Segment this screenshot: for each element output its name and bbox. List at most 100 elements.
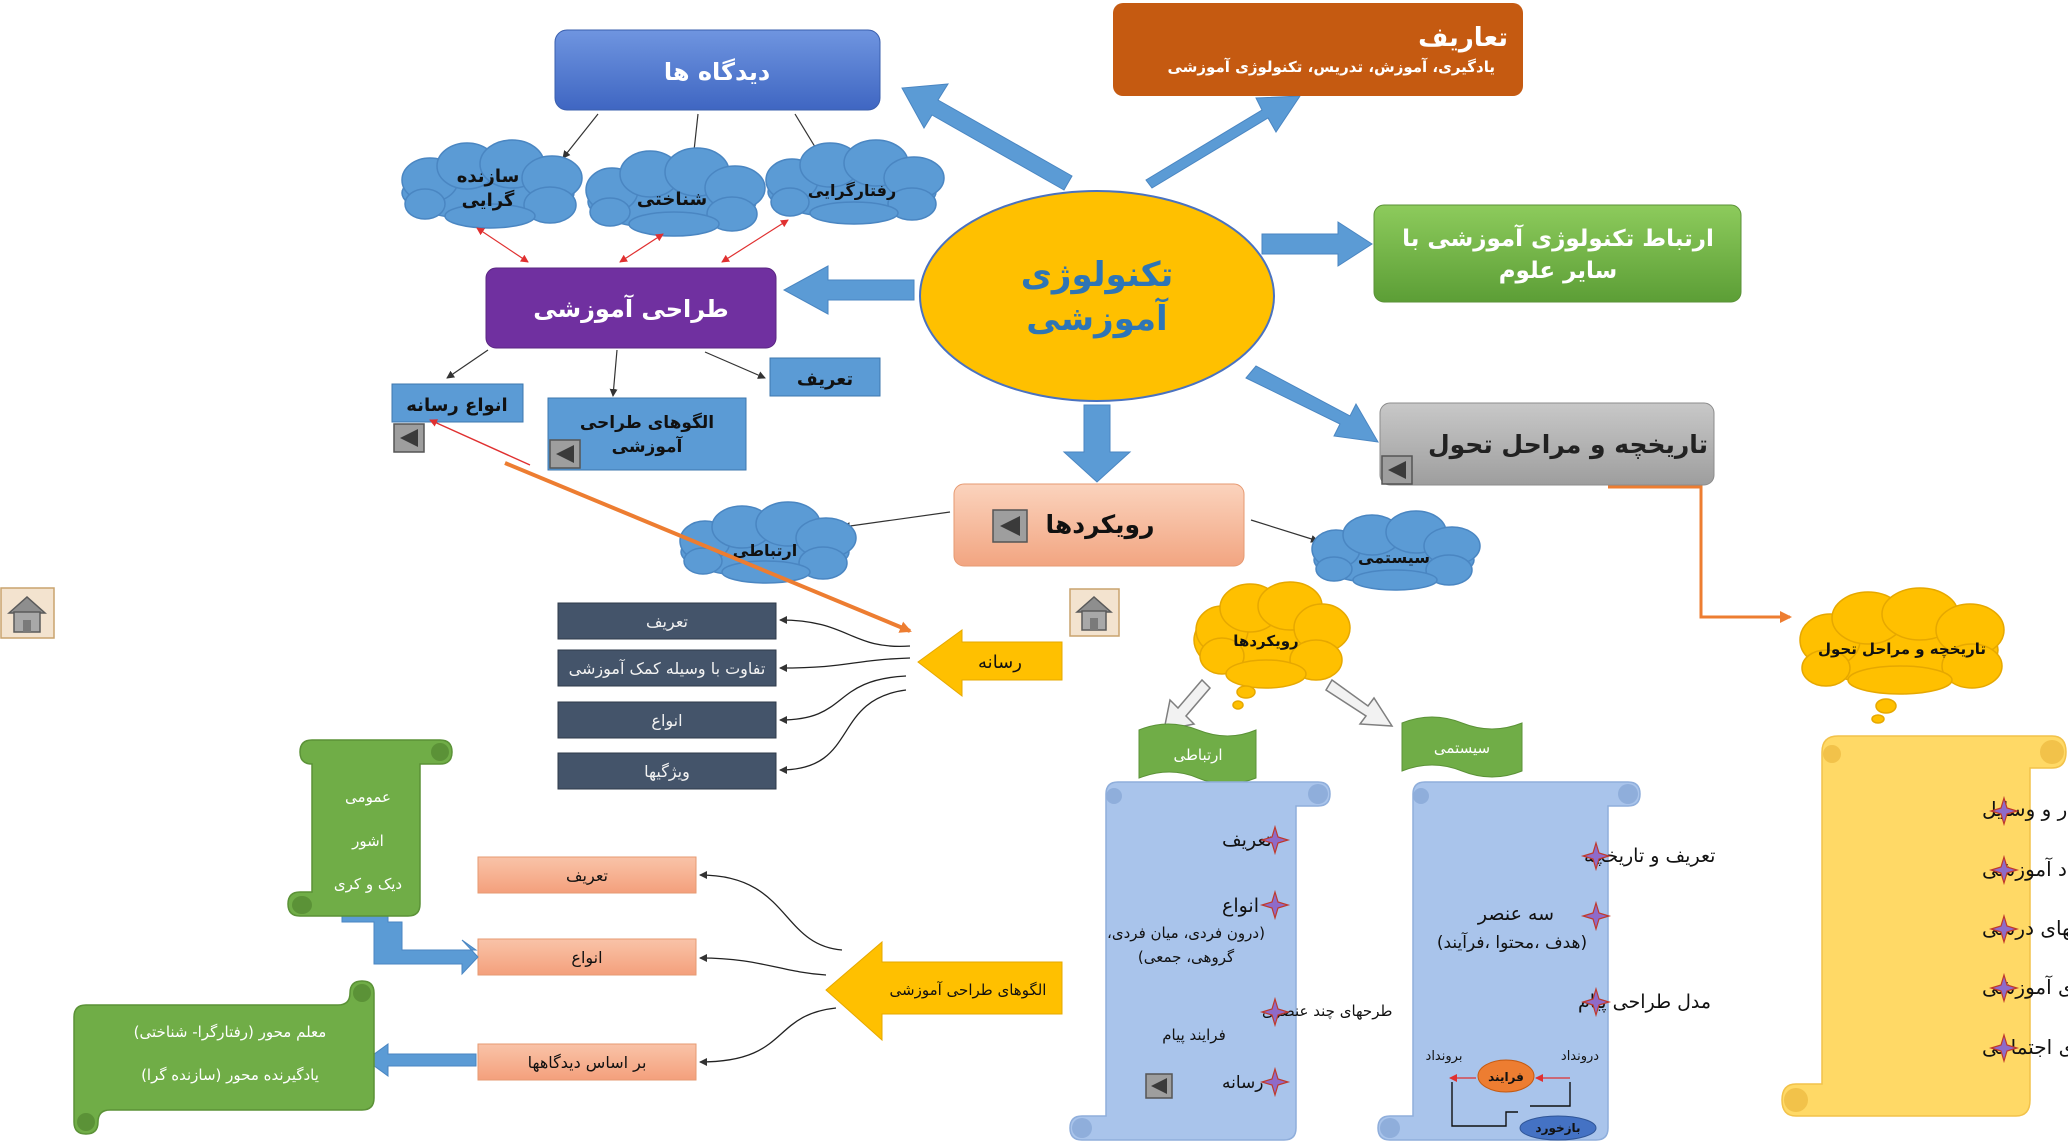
cloud-approaches-label: رویکردها (1233, 632, 1298, 650)
models-types-scroll-item-1: عمومی (345, 788, 391, 806)
media-item-2-label: تفاوت با وسیله کمک آموزشی (569, 659, 766, 679)
communication-media: رسانه (1222, 1073, 1263, 1093)
home-button-left[interactable] (0, 587, 55, 639)
media-item-3-label: انواع (651, 711, 682, 731)
home-icon (1075, 595, 1113, 631)
cloud-systemic-label: سیستمی (1358, 548, 1430, 567)
approaches-split-arrows (1163, 678, 1394, 731)
models-views-scroll-item-2: یادگیرنده محور (سازنده گرا) (141, 1066, 319, 1084)
relation-line2: سایر علوم (1499, 258, 1618, 284)
cloud-constructivism-line1: سازنده (457, 166, 520, 187)
communication-message-process: فرایند پیام (1162, 1026, 1226, 1045)
home-button-center[interactable] (1069, 588, 1120, 637)
cloud-constructivism: سازنده گرایی (401, 139, 583, 229)
systemic-message-design: مدل طراحی پیام (1578, 991, 1711, 1013)
media-item-1 (557, 602, 777, 640)
media-arrow-label: رسانه (978, 652, 1022, 673)
red-cross-arrow (429, 419, 531, 466)
media-types-box: انواع رسانه (391, 383, 524, 423)
models-item-2 (477, 938, 697, 976)
banner-systemic-label: سیستمی (1434, 739, 1490, 757)
design-models-nav-button[interactable] (549, 439, 581, 469)
definitions-box: تعاریف یادگیری، آموزش، تدریس، تکنولوژی آ… (1113, 3, 1523, 96)
systemic-definition: تعریف و تاریخچه (1584, 845, 1715, 867)
models-types-scroll-item-3: دیک و کری (334, 875, 402, 893)
approaches-connectors (842, 511, 1319, 543)
banner-communication-label: ارتباطی (1173, 746, 1222, 764)
cloud-history-label: تاریخچه و مراحل تحول (1818, 640, 1986, 659)
media-item-1-label: تعریف (646, 612, 688, 632)
approaches-nav-button[interactable] (992, 509, 1028, 543)
design-title: طراحی آموزشی (533, 294, 729, 323)
home-icon (7, 595, 47, 633)
banner-systemic: سیستمی (1401, 716, 1523, 778)
system-process-label: فرایند (1488, 1070, 1524, 1084)
models-views-scroll-item-1: معلم محور (رفتارگرا- شناختی) (134, 1023, 327, 1041)
system-diagram: درونداد برونداد فرایند بازخورد (1426, 1049, 1599, 1141)
perspectives-label: دیدگاه ها (664, 58, 770, 86)
media-arrow: رسانه (917, 629, 1063, 698)
cloud-history: تاریخچه و مراحل تحول (1799, 587, 2005, 724)
cloud-approaches: رویکردها (1193, 581, 1351, 710)
system-output-label: برونداد (1426, 1049, 1463, 1064)
models-item-2-label: انواع (571, 948, 602, 968)
history-item-1: ابزار و وسایل (1982, 797, 2068, 821)
cloud-behaviorism-label: رفتارگرایی (808, 181, 896, 200)
design-red-links (476, 219, 789, 263)
relation-line1: ارتباط تکنولوژی آموزشی با (1402, 223, 1714, 252)
history-label: تاریخچه و مراحل تحول (1428, 430, 1708, 460)
central-topic-line1: تکنولوژی (1021, 255, 1174, 295)
history-box: تاریخچه و مراحل تحول (1379, 402, 1715, 486)
media-connectors (779, 616, 911, 774)
system-input-label: درونداد (1561, 1049, 1599, 1064)
models-types-scroll: عمومی اشور دیک و کری (287, 739, 453, 917)
design-definition-label: تعریف (797, 369, 853, 390)
models-arrow: الگوهای طراحی آموزشی (825, 940, 1063, 1042)
models-item-3 (477, 1043, 697, 1081)
cloud-constructivism-line2: گرایی (462, 189, 515, 211)
models-item-3-label: بر اساس دیدگاهها (528, 1053, 647, 1073)
history-connector (1608, 485, 1792, 623)
design-definition-box: تعریف (769, 357, 881, 397)
models-views-scroll: معلم محور (رفتارگرا- شناختی) یادگیرنده م… (73, 980, 375, 1135)
media-list: تعریف تفاوت با وسیله کمک آموزشی انواع وی… (557, 602, 777, 790)
cloud-cognitivism: شناختی (585, 147, 766, 237)
design-models-box: الگوهای طراحی آموزشی (547, 397, 747, 471)
models-arrow-label: الگوهای طراحی آموزشی (890, 981, 1047, 999)
definitions-title: تعاریف (1418, 23, 1508, 53)
systemic-three-elements: سه عنصر (1477, 903, 1554, 925)
approaches-box: رویکردها (953, 483, 1245, 567)
design-models-line2: آموزشی (612, 435, 684, 457)
communication-multi-element: طرحهای چند عنصری (1262, 1002, 1392, 1020)
media-types-nav-button[interactable] (393, 423, 425, 453)
communication-types-detail-1: (درون فردی، میان فردی، (1107, 924, 1265, 942)
systemic-three-elements-detail: (هدف ،محتوا ،فرآیند) (1437, 931, 1587, 953)
models-types-scroll-item-2: اشور (351, 832, 384, 850)
central-topic: تکنولوژی آموزشی (919, 190, 1275, 402)
communication-definition: تعریف (1222, 829, 1272, 851)
definitions-subtitle: یادگیری، آموزش، تدریس، تکنولوژی آموزشی (1167, 58, 1495, 76)
communication-types: انواع (1222, 895, 1259, 917)
cloud-communication: ارتباطی (679, 501, 857, 584)
media-types-label: انواع رسانه (406, 395, 507, 416)
models-list: تعریف انواع بر اساس دیدگاهها (477, 856, 697, 1081)
design-models-line1: الگوهای طراحی (580, 412, 714, 433)
history-scroll: ابزار و وسایل مواد آموزشی نظامهای درسی ن… (1781, 735, 2068, 1117)
media-item-2 (557, 649, 777, 687)
cloud-systemic: سیستمی (1311, 510, 1481, 591)
cloud-communication-label: ارتباطی (733, 541, 798, 560)
approaches-label: رویکردها (1046, 510, 1155, 540)
systemic-scroll: تعریف و تاریخچه سه عنصر (هدف ،محتوا ،فرآ… (1377, 781, 1715, 1141)
central-topic-line2: آموزشی (1026, 297, 1169, 339)
orange-cross-arrow (504, 461, 912, 633)
design-box: طراحی آموزشی (485, 267, 777, 349)
cloud-cognitivism-label: شناختی (637, 189, 707, 210)
models-item-1 (477, 856, 697, 894)
history-nav-button[interactable] (1381, 455, 1413, 485)
system-feedback-label: بازخورد (1535, 1121, 1580, 1136)
center-arrows (782, 83, 1379, 483)
communication-media-nav-button[interactable] (1145, 1073, 1173, 1099)
models-connectors (699, 871, 843, 1066)
banner-communication: ارتباطی (1138, 723, 1257, 785)
